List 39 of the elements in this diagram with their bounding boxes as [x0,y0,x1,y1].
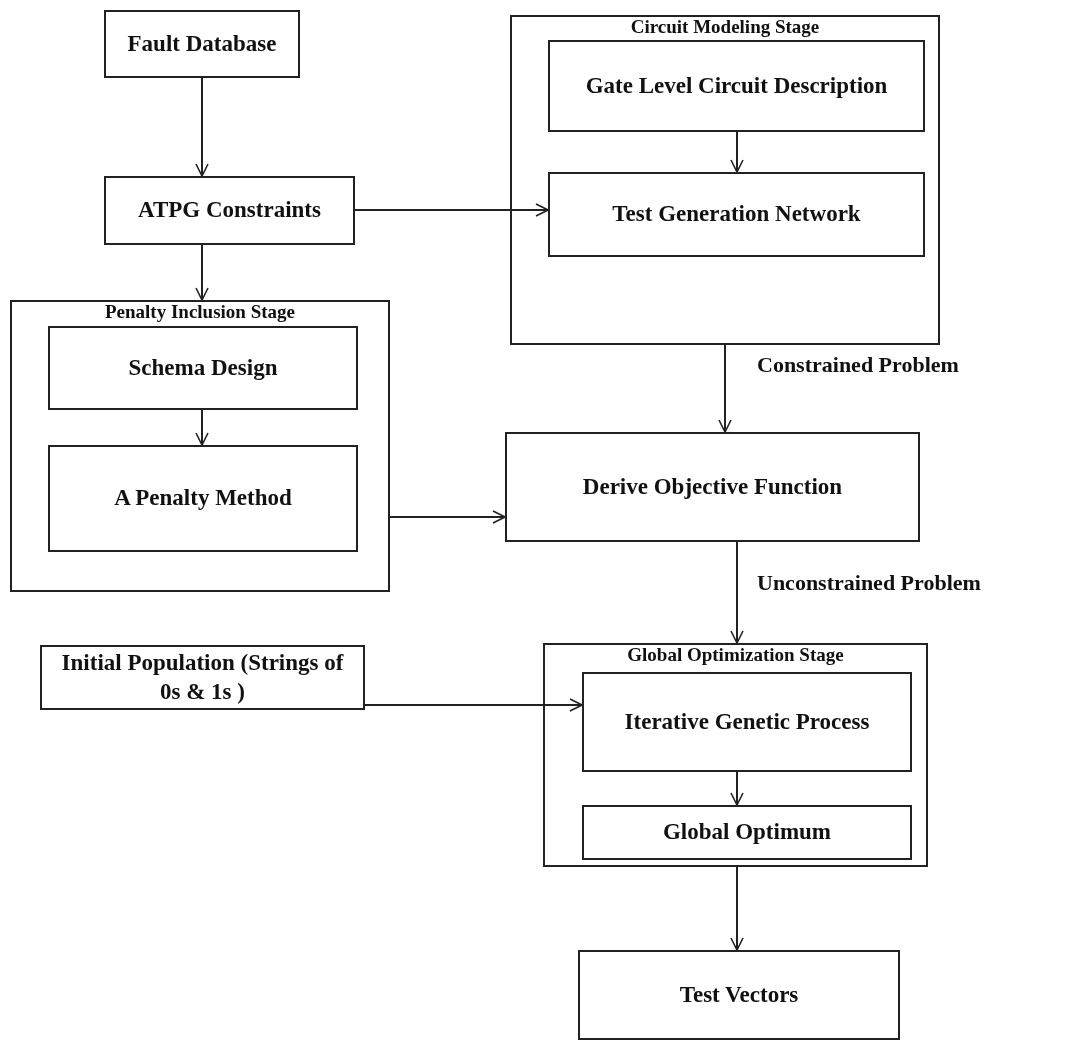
arrow [195,244,209,301]
arrow [364,698,583,712]
process-box [582,672,912,772]
process-box [582,805,912,860]
stage-container [10,300,390,592]
process-box [48,445,358,552]
arrow [718,344,732,433]
box-label: Iterative Genetic Process [624,707,870,736]
arrow [730,866,744,951]
process-box [40,645,365,710]
process-box [578,950,900,1040]
box-label: Gate Level Circuit Description [585,71,888,100]
box-label: Derive Objective Function [582,472,843,501]
process-box [48,326,358,410]
box-label: Schema Design [128,353,278,382]
stage-container [510,15,940,345]
box-label: Global Optimum [662,818,832,847]
box-label: Test Generation Network [612,200,861,229]
stage-title: Global Optimization Stage [626,645,845,666]
stage-container [543,643,928,867]
arrow [354,203,549,217]
box-label: Initial Population (Strings of 0s & 1s ) [60,648,345,706]
box-label: Fault Database [127,29,277,58]
process-box [548,172,925,257]
arrow [730,131,744,173]
process-box [548,40,925,132]
box-label: ATPG Constraints [138,196,321,225]
arrow [730,771,744,806]
process-box [104,176,355,245]
process-box [104,10,300,78]
process-box [505,432,920,542]
stage-title: Penalty Inclusion Stage [104,302,296,323]
box-label: Test Vectors [679,980,799,1009]
stage-title: Circuit Modeling Stage [629,17,821,38]
arrow [195,409,209,446]
arrow [389,510,506,524]
arrow [730,541,744,644]
arrow [195,77,209,177]
box-label: A Penalty Method [114,484,292,513]
